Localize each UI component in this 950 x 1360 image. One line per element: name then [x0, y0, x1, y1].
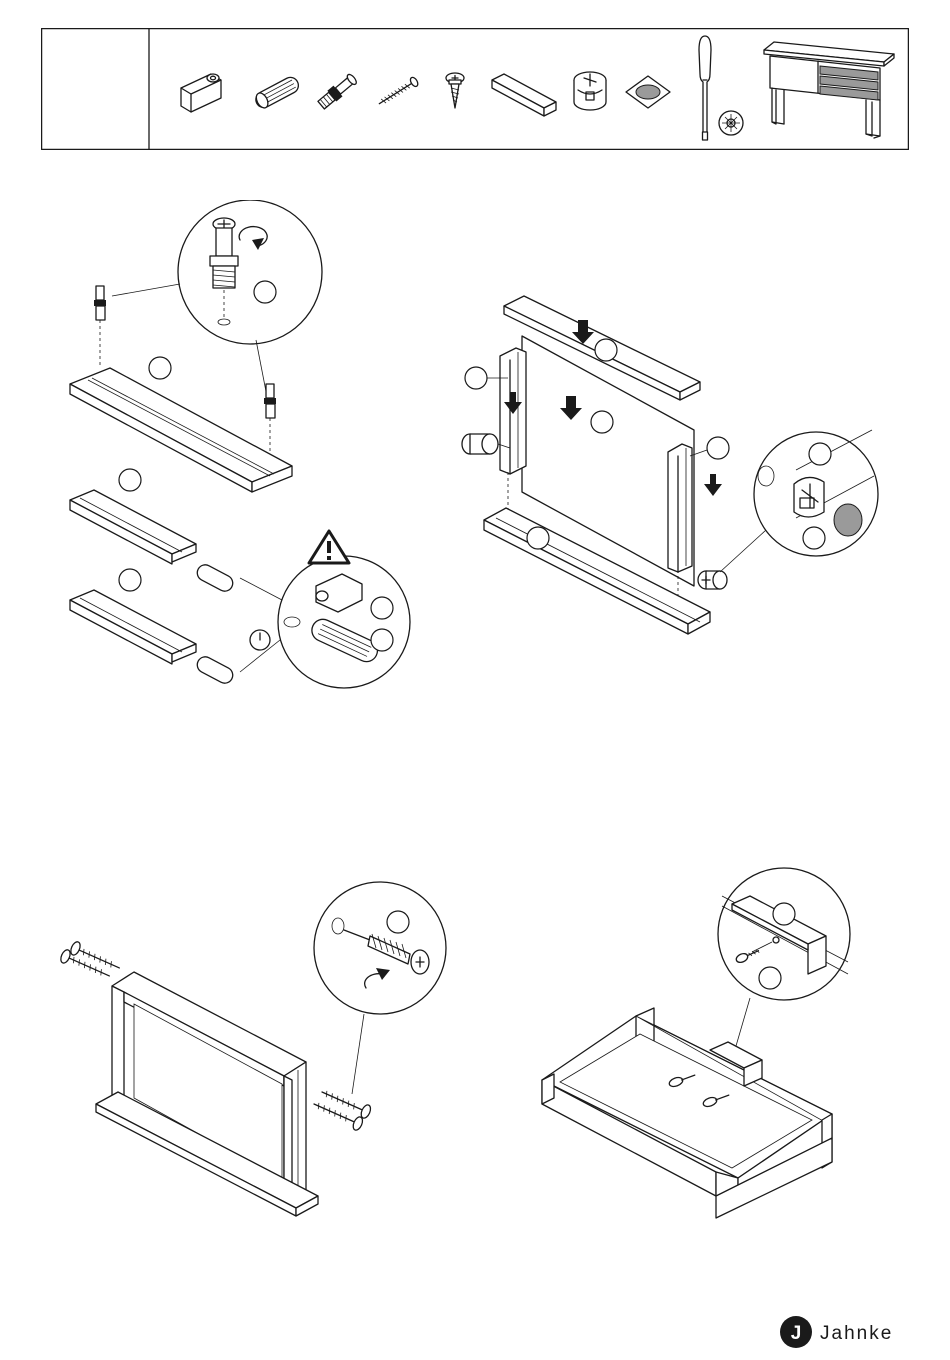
connector-housing-icon [175, 66, 231, 118]
felt-pad-icon [624, 74, 672, 110]
step-2-assemble-frame-with-cam-locks [456, 286, 886, 646]
brand-logo: J Jahnke [778, 1314, 918, 1350]
step-4-mount-drawer-bracket [536, 866, 866, 1226]
brand-wordmark: Jahnke [820, 1323, 893, 1344]
cam-bolt-icon [312, 66, 364, 116]
step-3-screw-side-panels [54, 880, 454, 1220]
pan-screw-icon [440, 70, 470, 114]
desk-with-three-drawers-icon [762, 40, 896, 140]
cam-lock-icon [568, 68, 612, 114]
angle-bracket-icon [488, 66, 560, 120]
step-1-install-cam-bolts-and-dowels [60, 200, 420, 700]
brand-monogram: J [791, 1323, 802, 1344]
phillips-head-icon [716, 108, 746, 138]
long-screw-icon [372, 72, 424, 112]
wooden-dowel-icon [250, 72, 306, 112]
warning-triangle-icon [306, 528, 352, 566]
